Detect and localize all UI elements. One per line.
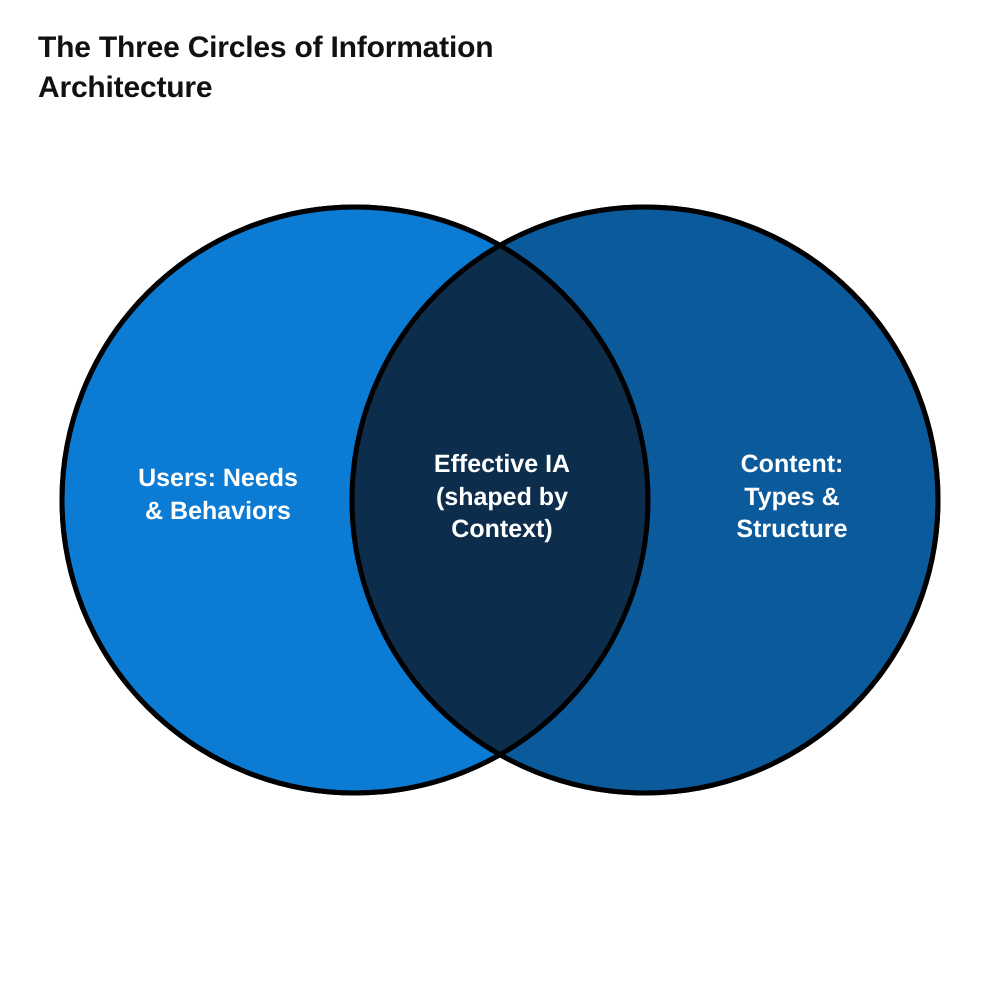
venn-label-content: Content: Types & Structure [736, 450, 848, 543]
venn-label-intersection: Effective IA (shaped by Context) [433, 450, 571, 543]
venn-outline-content [349, 204, 941, 796]
venn-outline-users [59, 204, 651, 796]
page-title: The Three Circles of Information Archite… [38, 31, 494, 104]
venn-intersection-users-content [352, 207, 648, 793]
venn-label-users: Users: Needs & Behaviors [138, 464, 298, 525]
